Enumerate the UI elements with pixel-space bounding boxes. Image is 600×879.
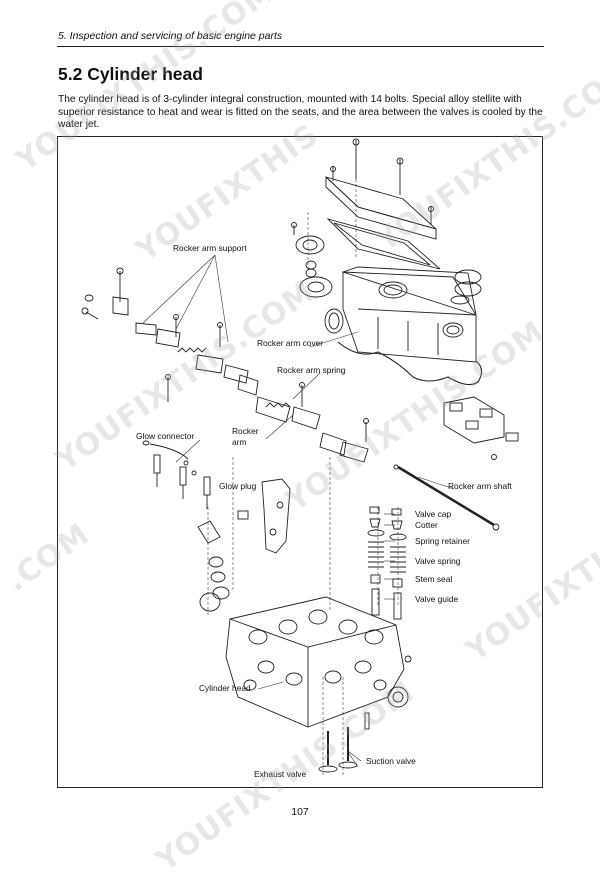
label-glow-connector: Glow connector: [136, 431, 195, 441]
label-rocker-arm-shaft: Rocker arm shaft: [448, 481, 512, 491]
label-valve-guide: Valve guide: [415, 594, 459, 604]
valves: [318, 712, 370, 773]
label-rocker-arm-line1: Rocker: [232, 426, 259, 436]
label-exhaust-valve: Exhaust valve: [254, 769, 307, 779]
valve-stack: [367, 506, 407, 620]
exploded-view-drawing: [81, 138, 519, 777]
glow-parts: [142, 440, 211, 509]
header-rule: [57, 46, 544, 47]
page-number: 107: [291, 806, 309, 818]
label-valve-cap: Valve cap: [415, 509, 452, 519]
label-rocker-arm-line2: arm: [232, 437, 247, 447]
label-glow-plug: Glow plug: [219, 481, 257, 491]
label-cylinder-head: Cylinder head: [199, 683, 251, 693]
top-cover-group: [325, 138, 441, 270]
label-spring-retainer: Spring retainer: [415, 536, 470, 546]
label-stem-seal: Stem seal: [415, 574, 453, 584]
label-rocker-arm-spring: Rocker arm spring: [277, 365, 346, 375]
intro-paragraph: The cylinder head is of 3-cylinder integ…: [58, 94, 543, 131]
label-cotter: Cotter: [415, 520, 438, 530]
label-suction-valve: Suction valve: [366, 756, 416, 766]
label-rocker-arm-cover: Rocker arm cover: [257, 338, 324, 348]
running-head: 5. Inspection and servicing of basic eng…: [58, 30, 283, 42]
section-heading: 5.2 Cylinder head: [58, 64, 203, 84]
cylinder-head-block: [225, 596, 412, 728]
label-rocker-arm-support: Rocker arm support: [173, 243, 247, 253]
label-valve-spring: Valve spring: [415, 556, 461, 566]
exploded-diagram: Rocker arm support Rocker arm cover Rock…: [57, 136, 543, 788]
rocker-cover-body: [324, 266, 477, 363]
rocker-support-group: [81, 267, 369, 463]
